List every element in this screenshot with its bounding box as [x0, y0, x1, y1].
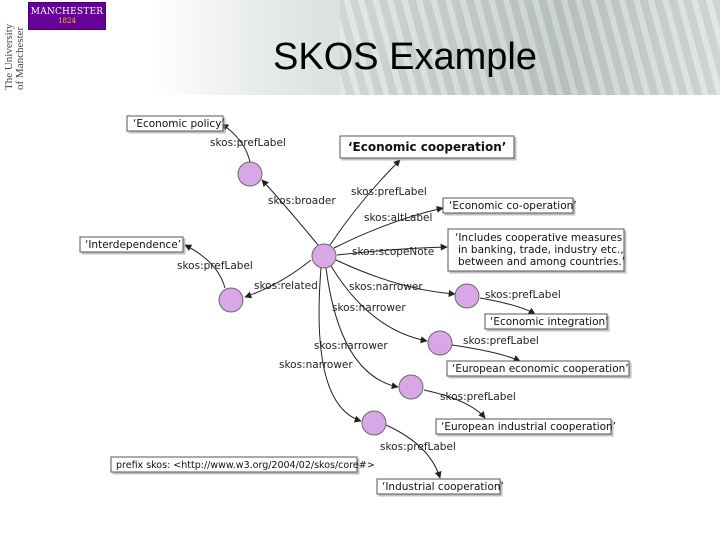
- text-interdependence: ‘Interdependence’: [85, 239, 181, 251]
- text-scope-note-line1: ‘Includes cooperative measures: [455, 232, 622, 244]
- node-economic-cooperation-concept: [311, 243, 337, 269]
- label-narrower-4: skos:narrower: [279, 359, 353, 371]
- box-interdependence: [79, 236, 184, 253]
- text-economic-co-operation: ‘Economic co-operation’: [449, 200, 577, 212]
- label-pref-policy: skos:prefLabel: [210, 137, 286, 149]
- label-narrower-2: skos:narrower: [332, 302, 406, 314]
- edges: [184, 123, 536, 479]
- node-economic-integration-concept: [454, 283, 480, 309]
- label-pref-interdependence: skos:prefLabel: [177, 260, 253, 272]
- box-economic-cooperation: [339, 135, 515, 159]
- edge-narrower-4: [318, 267, 362, 423]
- edge-broader: [261, 179, 319, 246]
- edge-pref-main: [329, 159, 401, 246]
- edge-pref-industrial: [385, 424, 442, 479]
- edge-pref-policy: [221, 123, 251, 163]
- label-related: skos:related: [254, 280, 318, 292]
- edge-scope-note: [336, 243, 448, 256]
- box-economic-policy: [126, 115, 224, 132]
- label-narrower-3: skos:narrower: [314, 340, 388, 352]
- edge-pref-interdependence: [184, 244, 226, 289]
- box-industrial-cooperation: [376, 478, 501, 495]
- text-industrial-cooperation: ‘Industrial cooperation’: [382, 481, 504, 493]
- text-european-economic-cooperation: ‘European economic cooperation’: [452, 363, 629, 375]
- edge-narrower-1: [335, 259, 456, 298]
- text-european-industrial-cooperation: ‘European industrial cooperation’: [441, 421, 616, 433]
- node-european-economic-concept: [427, 330, 453, 356]
- label-pref-industrial: skos:prefLabel: [380, 441, 456, 453]
- node-economic-policy-concept: [237, 161, 263, 187]
- banner-texture: [340, 0, 720, 95]
- slide-title: SKOS Example: [273, 36, 537, 78]
- university-logo: MANCHESTER 1824: [28, 2, 106, 30]
- text-scope-note-line3: between and among countries.’: [458, 256, 625, 268]
- label-pref-european-economic: skos:prefLabel: [463, 335, 539, 347]
- edge-alt-main: [333, 205, 444, 249]
- nodes: [218, 161, 480, 436]
- label-pref-integration: skos:prefLabel: [485, 289, 561, 301]
- box-european-economic-cooperation: [446, 360, 630, 377]
- edge-pref-european-industrial: [423, 389, 486, 419]
- node-interdependence-concept: [218, 287, 244, 313]
- node-european-industrial-concept: [398, 374, 424, 400]
- edge-narrower-2: [330, 265, 428, 344]
- box-economic-co-operation: [442, 197, 574, 214]
- label-broader: skos:broader: [268, 195, 336, 207]
- box-prefix: [110, 456, 358, 473]
- edge-pref-european-economic: [451, 344, 521, 362]
- text-prefix: prefix skos: <http://www.w3.org/2004/02/…: [116, 460, 375, 471]
- text-economic-cooperation: ‘Economic cooperation’: [348, 140, 506, 154]
- logo-year: 1824: [58, 17, 76, 25]
- label-pref-main: skos:prefLabel: [351, 186, 427, 198]
- label-narrower-1: skos:narrower: [349, 281, 423, 293]
- text-economic-integration: ‘Economic integration’: [490, 316, 609, 328]
- literal-boxes: [79, 115, 630, 495]
- node-industrial-cooperation-concept: [361, 410, 387, 436]
- label-alt-main: skos:altLabel: [364, 212, 432, 224]
- label-scope-note: skos:scopeNote: [352, 246, 434, 258]
- box-european-industrial-cooperation: [435, 418, 612, 435]
- text-economic-policy: ‘Economic policy’: [133, 118, 225, 130]
- text-scope-note-line2: in banking, trade, industry etc.,: [458, 244, 624, 256]
- logo-wordmark: MANCHESTER: [30, 7, 104, 17]
- edge-related: [244, 259, 312, 299]
- edge-pref-integration: [479, 297, 536, 315]
- box-economic-integration: [484, 313, 608, 330]
- label-pref-european-industrial: skos:prefLabel: [440, 391, 516, 403]
- box-scope-note: [447, 228, 625, 272]
- header-banner: [0, 0, 720, 95]
- edge-narrower-3: [325, 267, 399, 390]
